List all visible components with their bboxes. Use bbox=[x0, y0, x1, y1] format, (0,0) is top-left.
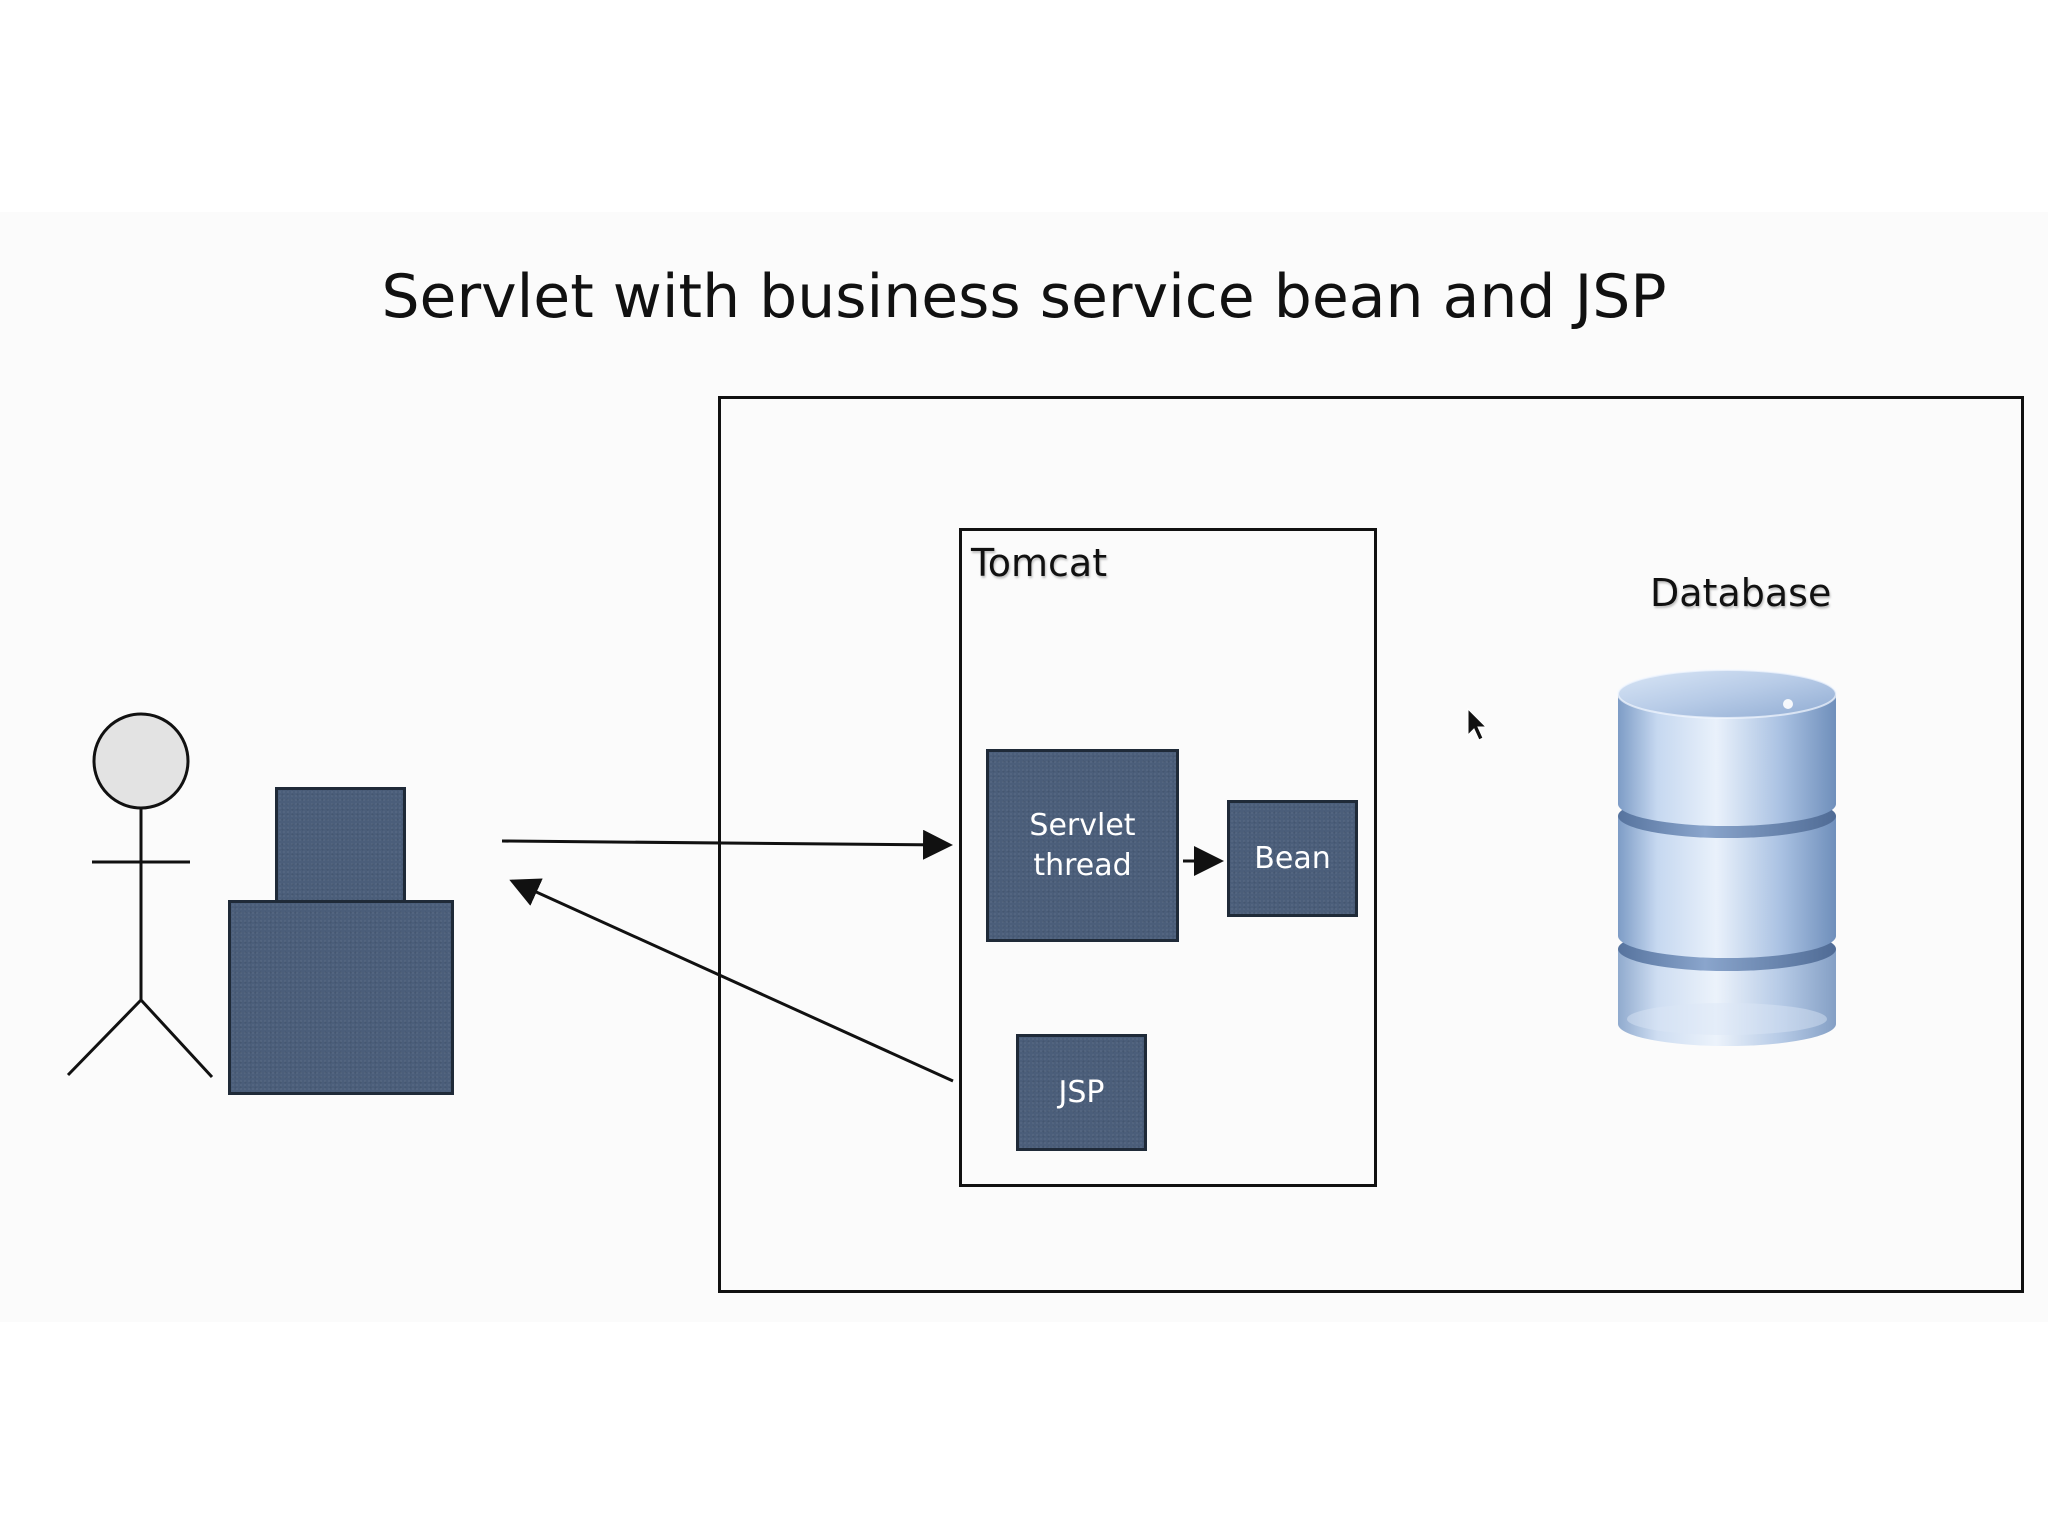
database-label: Database bbox=[1650, 571, 1832, 615]
servlet-thread-label-line2: thread bbox=[1033, 847, 1132, 883]
tomcat-label: Tomcat bbox=[971, 541, 1108, 585]
tomcat-container-box bbox=[959, 528, 1377, 1187]
client-computer-monitor-icon bbox=[275, 787, 406, 904]
bean-node: Bean bbox=[1227, 800, 1358, 917]
client-computer-base-icon bbox=[228, 900, 454, 1095]
slide-title: Servlet with business service bean and J… bbox=[381, 262, 1667, 332]
bean-label: Bean bbox=[1254, 841, 1331, 876]
jsp-node: JSP bbox=[1016, 1034, 1147, 1151]
servlet-thread-node: Servlet thread bbox=[986, 749, 1179, 942]
database-cylinder-icon bbox=[1617, 669, 1837, 1046]
jsp-label: JSP bbox=[1058, 1075, 1105, 1110]
servlet-thread-label-line1: Servlet bbox=[1029, 807, 1136, 843]
